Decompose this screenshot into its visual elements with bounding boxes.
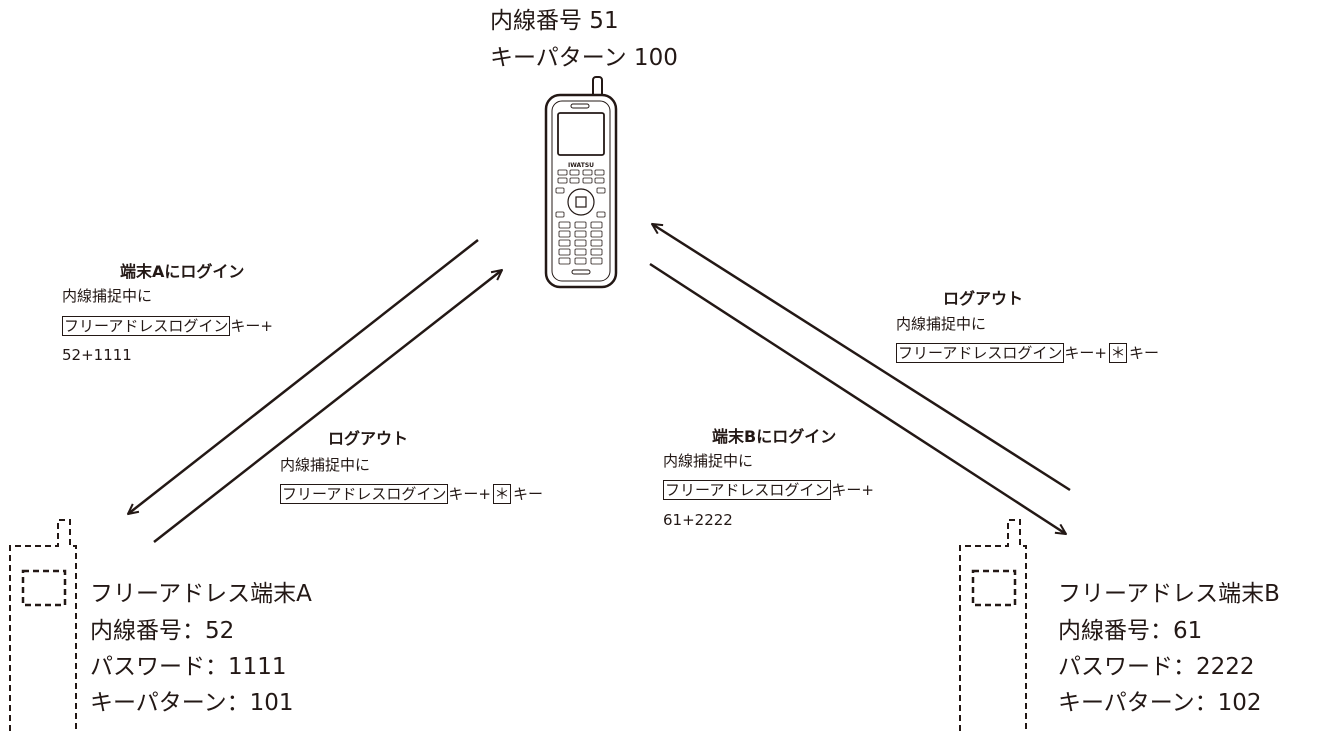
terminal-a-password: パスワード：1111 [90,654,287,680]
logout-a-suffix: キー [512,485,543,503]
terminal-b-password: パスワード：2222 [1058,654,1255,680]
logout-b-key-label: フリーアドレスログイン [896,343,1065,363]
main-ext-label: 内線番号 51 [490,8,619,34]
logout-b-star-key: ＊ [1108,343,1127,363]
terminal-b-illustration [959,519,1027,731]
login-a-code: 52+1111 [62,346,132,364]
main-keypattern-label: キーパターン 100 [490,45,678,71]
logout-b-suffix: キー [1128,344,1159,362]
arrow-login-a [128,239,479,514]
arrow-logout-b [652,224,1071,492]
main-handset-illustration: IWATSU [544,76,618,289]
logout-a-line1: 内線捕捉中に [280,456,371,474]
terminal-a-name: フリーアドレス端末A [90,581,312,607]
login-a-keyline: フリーアドレスログインキー+ [62,316,273,336]
logout-a-title: ログアウト [328,429,409,448]
arrow-login-b [649,262,1066,534]
login-a-suffix: キー+ [230,317,273,335]
login-b-suffix: キー+ [831,481,874,499]
login-b-code: 61+2222 [663,511,733,529]
logout-b-title: ログアウト [943,289,1024,308]
logout-a-plus: キー+ [448,485,491,503]
logout-a-key-label: フリーアドレスログイン [280,484,449,504]
login-a-key-label: フリーアドレスログイン [62,316,231,336]
logout-b-plus: キー+ [1064,344,1107,362]
terminal-a-ext: 内線番号：52 [90,618,235,644]
login-a-title: 端末Aにログイン [120,262,245,281]
terminal-a-illustration [9,519,77,731]
login-b-line1: 内線捕捉中に [663,452,754,470]
login-b-keyline: フリーアドレスログインキー+ [663,480,874,500]
logout-b-keyline: フリーアドレスログインキー+＊キー [896,343,1159,363]
login-b-key-label: フリーアドレスログイン [663,480,832,500]
terminal-b-ext: 内線番号：61 [1058,618,1203,644]
login-a-line1: 内線捕捉中に [62,287,153,305]
arrow-logout-a [153,270,502,543]
terminal-b-keypattern: キーパターン：102 [1058,690,1262,716]
logout-a-star-key: ＊ [492,484,511,504]
terminal-a-keypattern: キーパターン：101 [90,690,294,716]
logout-a-keyline: フリーアドレスログインキー+＊キー [280,484,543,504]
handset-brand: IWATSU [568,162,594,169]
handset-keypad [558,221,603,265]
logout-b-line1: 内線捕捉中に [896,315,987,333]
terminal-b-name: フリーアドレス端末B [1058,581,1280,607]
login-b-title: 端末Bにログイン [712,427,837,446]
